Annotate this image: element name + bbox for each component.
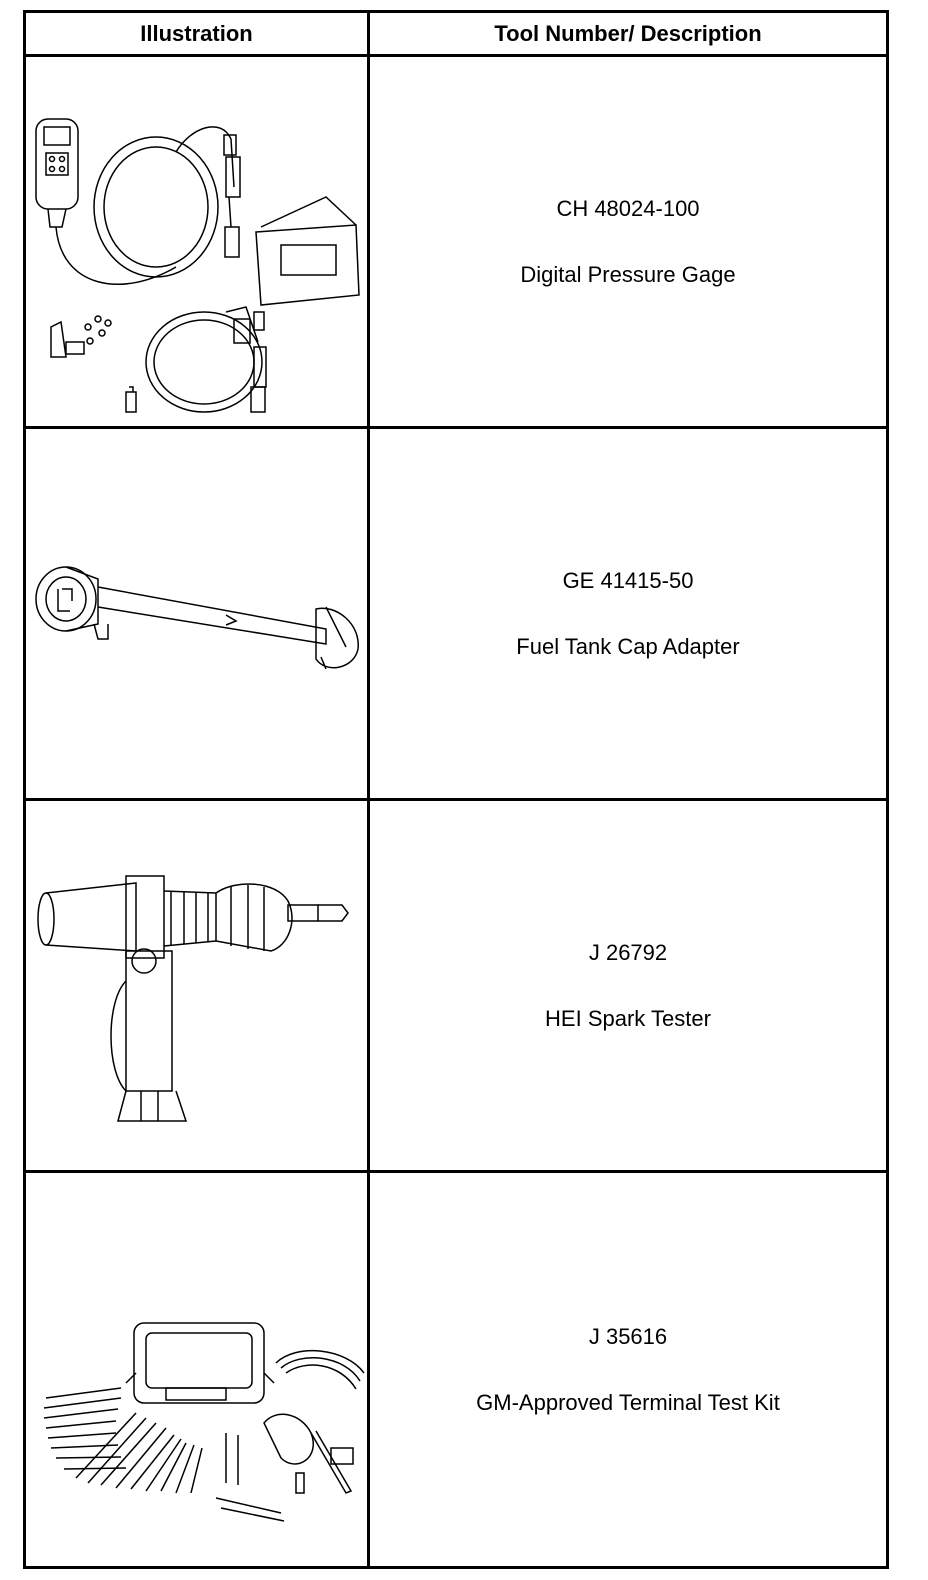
row-description: GE 41415-50 Fuel Tank Cap Adapter: [370, 429, 886, 798]
tool-description: Fuel Tank Cap Adapter: [516, 633, 740, 659]
tool-description: HEI Spark Tester: [545, 1005, 711, 1031]
fuel-tank-cap-adapter-illustration: [26, 429, 367, 798]
header-tool-number-description: Tool Number/ Description: [494, 21, 762, 46]
row-description: J 26792 HEI Spark Tester: [370, 801, 886, 1170]
hei-spark-tester-illustration: [26, 801, 367, 1170]
digital-pressure-gage-illustration: [26, 57, 367, 426]
table-row: GE 41415-50 Fuel Tank Cap Adapter: [26, 429, 886, 801]
tool-table: Illustration Tool Number/ Description: [23, 10, 889, 1569]
tool-number: CH 48024-100: [556, 195, 700, 221]
table-row: J 35616 GM-Approved Terminal Test Kit: [26, 1173, 886, 1566]
row-description: J 35616 GM-Approved Terminal Test Kit: [370, 1173, 886, 1566]
row-description: CH 48024-100 Digital Pressure Gage: [370, 57, 886, 426]
tool-number: J 26792: [588, 939, 668, 965]
column-divider: [367, 13, 370, 1566]
table-row: CH 48024-100 Digital Pressure Gage: [26, 57, 886, 429]
table-row: J 26792 HEI Spark Tester: [26, 801, 886, 1173]
tool-number: GE 41415-50: [562, 567, 694, 593]
header-illustration: Illustration: [140, 21, 253, 46]
tool-description: Digital Pressure Gage: [520, 261, 736, 287]
tool-description: GM-Approved Terminal Test Kit: [476, 1389, 780, 1415]
tool-number: J 35616: [588, 1323, 668, 1349]
table-header: Illustration Tool Number/ Description: [26, 13, 886, 57]
terminal-test-kit-illustration: [26, 1173, 367, 1566]
